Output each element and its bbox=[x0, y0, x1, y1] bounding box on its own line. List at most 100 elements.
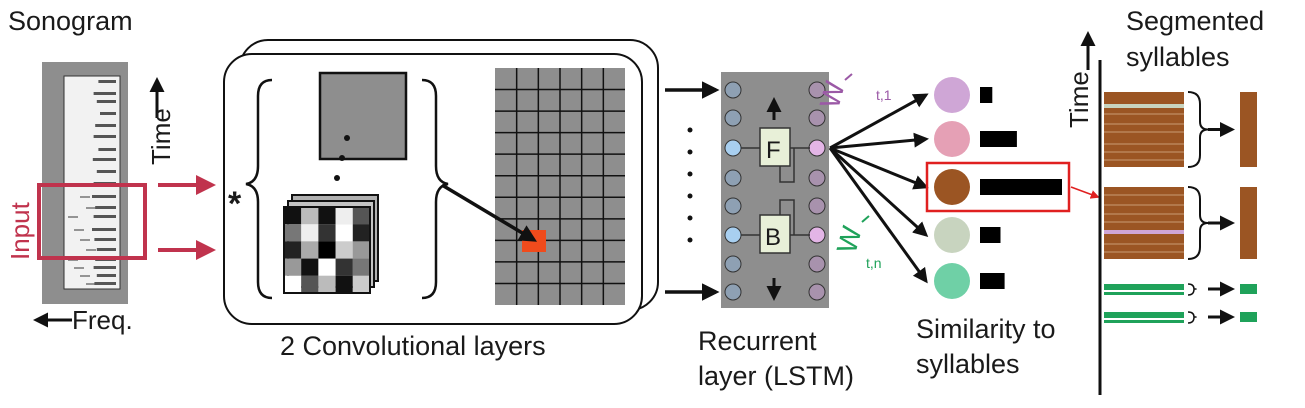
sonogram-line bbox=[86, 249, 96, 251]
filter-cell bbox=[335, 241, 353, 259]
syllable-2-similarity-bar bbox=[980, 131, 1017, 147]
segment-1-body bbox=[1104, 92, 1184, 167]
lstm-b-loop bbox=[779, 199, 795, 235]
filter-cell bbox=[352, 224, 370, 242]
weight-bottom-subscript: t,n bbox=[866, 255, 882, 271]
feature-map-grid bbox=[495, 68, 625, 305]
segmented-bars bbox=[1104, 91, 1257, 325]
segment-1-brace bbox=[1187, 91, 1209, 168]
filter-cell bbox=[335, 207, 353, 225]
segment-4-body bbox=[1104, 312, 1184, 318]
similarity-rows bbox=[934, 77, 1062, 299]
filter-cell bbox=[301, 275, 319, 293]
lstm-input-node bbox=[724, 169, 742, 187]
sonogram-line bbox=[68, 216, 78, 218]
output-syllable-2 bbox=[1240, 187, 1257, 259]
sonogram-line bbox=[80, 196, 90, 198]
output-syllable-3 bbox=[1240, 284, 1257, 294]
filter-dot-2 bbox=[339, 155, 345, 161]
conv-operator: * bbox=[228, 185, 242, 223]
freq-label: Freq. bbox=[72, 305, 133, 335]
sonogram-line bbox=[86, 283, 96, 285]
filter-cell bbox=[301, 224, 319, 242]
filter-dot-3 bbox=[334, 175, 340, 181]
filter-cell bbox=[301, 258, 319, 276]
weight-arrows bbox=[828, 93, 929, 284]
lstm-f-loop bbox=[779, 148, 795, 183]
sonogram-line bbox=[92, 195, 116, 198]
syllable-3-circle bbox=[934, 169, 970, 205]
weight-top-vector-bar bbox=[844, 73, 853, 81]
sonogram-line bbox=[74, 229, 84, 231]
sonogram-line bbox=[95, 124, 116, 127]
conv-brace-right bbox=[421, 78, 449, 300]
filter-cell bbox=[284, 224, 302, 242]
syllable-1-similarity-bar bbox=[980, 87, 993, 103]
output-syllable-4 bbox=[1240, 312, 1257, 322]
weight-arrow bbox=[829, 93, 929, 150]
weight-arrow bbox=[829, 146, 929, 190]
sonogram-line bbox=[92, 158, 116, 161]
sonogram-line bbox=[95, 206, 116, 209]
filter-cell bbox=[318, 241, 336, 259]
lstm-input-node bbox=[724, 226, 742, 244]
sonogram-line bbox=[86, 207, 96, 209]
weight-arrow bbox=[828, 147, 928, 284]
lstm-output-node bbox=[808, 226, 826, 244]
filter-cell bbox=[335, 258, 353, 276]
time-label-left: Time bbox=[146, 108, 176, 165]
similarity-caption-line2: syllables bbox=[916, 349, 1020, 379]
segmented-caption-line2: syllables bbox=[1126, 42, 1230, 72]
syllable-5-similarity-bar bbox=[980, 273, 1005, 289]
lstm-input-ellipsis bbox=[687, 127, 693, 243]
conv-caption: 2 Convolutional layers bbox=[280, 331, 546, 361]
lstm-forward-label: F bbox=[766, 137, 781, 164]
filter-cell bbox=[301, 207, 319, 225]
lstm-output-node bbox=[808, 139, 826, 157]
lstm-input-node bbox=[724, 283, 742, 301]
filter-cell bbox=[352, 241, 370, 259]
output-syllable-1 bbox=[1240, 92, 1257, 167]
similarity-caption-line1: Similarity to bbox=[916, 314, 1056, 344]
sonogram-line bbox=[96, 100, 116, 103]
segment-4-brace bbox=[1187, 311, 1197, 324]
lstm-backward-gate bbox=[759, 214, 791, 254]
sonogram-line bbox=[93, 135, 116, 138]
sonogram-spectrogram-lines bbox=[68, 80, 116, 285]
weight-top-subscript: t,1 bbox=[876, 87, 892, 103]
lstm-input-node bbox=[724, 81, 742, 99]
weight-arrow bbox=[828, 146, 929, 238]
conv-output-arrow bbox=[441, 183, 538, 242]
filter-cell bbox=[284, 275, 302, 293]
lstm-output-node bbox=[808, 197, 826, 215]
filter-cell bbox=[318, 275, 336, 293]
segment-2-body bbox=[1104, 187, 1184, 259]
sonogram-line bbox=[80, 275, 90, 277]
sonogram-line bbox=[96, 274, 116, 277]
syllable-4-similarity-bar bbox=[980, 227, 1001, 243]
filter-cell bbox=[318, 224, 336, 242]
weight-arrow bbox=[829, 132, 929, 150]
conv-brace-left bbox=[245, 78, 273, 300]
lstm-input-node bbox=[724, 255, 742, 273]
filter-cell bbox=[335, 275, 353, 293]
segment-2-stripe bbox=[1104, 230, 1184, 234]
lstm-caption-line2: layer (LSTM) bbox=[698, 361, 854, 391]
sonogram-line bbox=[94, 238, 116, 241]
segment-4-stripe bbox=[1104, 320, 1184, 323]
filter-cell bbox=[352, 275, 370, 293]
filter-cell bbox=[284, 207, 302, 225]
weight-bottom-vector-bar bbox=[861, 215, 870, 223]
filter-cell bbox=[335, 224, 353, 242]
sonogram-line bbox=[96, 248, 116, 251]
input-window-box bbox=[37, 183, 147, 260]
time-label-right: Time bbox=[1064, 71, 1094, 128]
syllable-1-circle bbox=[934, 77, 970, 113]
segment-1-stripe bbox=[1104, 104, 1184, 108]
sonogram-line bbox=[93, 266, 116, 269]
sonogram-line bbox=[93, 215, 116, 218]
sonogram-line bbox=[96, 170, 116, 173]
lstm-backward-label: B bbox=[765, 224, 781, 251]
filter-front-border bbox=[283, 206, 371, 294]
